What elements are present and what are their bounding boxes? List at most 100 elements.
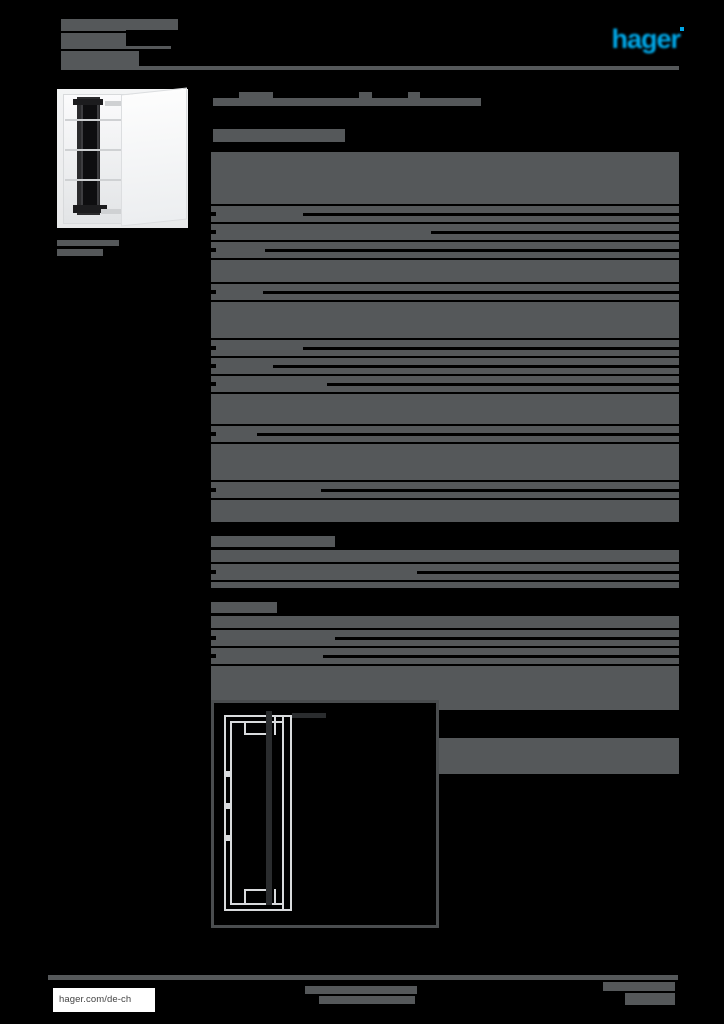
table-row [211, 550, 679, 562]
row-gap [211, 282, 679, 284]
top-clip [73, 99, 103, 105]
footer-center-line-2 [319, 996, 415, 1004]
row-gap [211, 300, 679, 302]
hinge-top-d [274, 717, 276, 735]
page-title-mask-a [213, 92, 239, 98]
row-label-notch [211, 654, 216, 658]
table-row [211, 500, 679, 522]
profile-bottom-inner [230, 903, 282, 905]
shelf-rail-2 [65, 149, 127, 151]
table-row [211, 284, 679, 300]
profile-left-inner [230, 721, 232, 905]
bottom-clip [73, 205, 107, 213]
bottom-slot [101, 209, 123, 214]
table-row [211, 260, 679, 282]
top-overhang [292, 713, 326, 718]
section-heading-mounting [211, 602, 277, 613]
mounting-lug-2 [226, 803, 232, 809]
row-gap [211, 338, 679, 340]
row-gap [211, 498, 679, 500]
row-label-notch [211, 230, 216, 234]
row-gap [211, 392, 679, 394]
table-row [211, 444, 679, 480]
row-gap [211, 240, 679, 242]
page-title-mask-c [372, 92, 408, 98]
row-label-notch [211, 636, 216, 640]
table-row [211, 582, 679, 588]
shelf-rail-1 [65, 119, 127, 121]
door-inner-edge [282, 715, 284, 911]
enclosure-door [121, 87, 187, 227]
row-separator [263, 291, 679, 294]
row-separator [265, 249, 679, 252]
footer-page-number [603, 982, 675, 1005]
row-gap [211, 374, 679, 376]
photo-caption [57, 240, 119, 256]
row-gap [211, 646, 679, 648]
table-row [211, 224, 679, 240]
trademark-icon [680, 27, 684, 31]
table-row [211, 630, 679, 646]
row-label-notch [211, 290, 216, 294]
row-separator [303, 347, 679, 350]
row-label-notch [211, 488, 216, 492]
footer-url[interactable]: hager.com/de-ch [53, 988, 155, 1012]
title-mask-mid [126, 30, 178, 46]
row-gap [211, 442, 679, 444]
row-label-notch [211, 432, 216, 436]
row-separator [335, 637, 679, 640]
row-label-notch [211, 212, 216, 216]
table-row [211, 648, 679, 664]
table-row [211, 340, 679, 356]
row-gap [211, 356, 679, 358]
row-separator [273, 365, 679, 368]
row-label-notch [211, 364, 216, 368]
document-title-line-3 [61, 51, 139, 66]
hinge-bottom-b [244, 889, 268, 891]
mounting-lug-1 [226, 771, 232, 777]
table-row [211, 206, 679, 222]
table-row [211, 358, 679, 374]
row-gap [211, 424, 679, 426]
footer-right-line-2 [625, 993, 675, 1005]
hager-logo[interactable]: hager [611, 24, 681, 54]
page-subtitle [213, 129, 345, 142]
table-row [211, 482, 679, 498]
row-label-notch [211, 248, 216, 252]
row-gap [211, 204, 679, 206]
title-mask-top [61, 14, 178, 19]
profile-bottom [224, 909, 290, 911]
row-gap [211, 480, 679, 482]
header-divider [61, 66, 679, 70]
photo-caption-line-1 [57, 240, 119, 246]
footer-right-line-1 [603, 982, 675, 991]
row-label-notch [211, 346, 216, 350]
row-separator [303, 213, 679, 216]
page-header: hager [0, 0, 724, 72]
table-row [211, 152, 679, 204]
row-separator [257, 433, 679, 436]
hinge-top-a [244, 721, 246, 735]
door-bottom-cap [282, 909, 292, 911]
row-gap [211, 222, 679, 224]
diagram-title [213, 688, 309, 698]
row-gap [211, 664, 679, 666]
spec-table-connection [211, 550, 679, 588]
table-row [211, 616, 679, 628]
row-gap [211, 628, 679, 630]
row-gap [211, 580, 679, 582]
table-row [211, 302, 679, 338]
profile-top [224, 715, 290, 717]
product-photo [57, 87, 188, 228]
table-row [211, 426, 679, 442]
table-row [211, 242, 679, 258]
page-title-mask-d [420, 92, 481, 98]
top-slot [105, 101, 123, 106]
footer-divider [48, 975, 678, 980]
row-separator [327, 383, 679, 386]
profile-top-inner [230, 721, 282, 723]
cabinet-section-drawing [224, 713, 326, 911]
door-shadow [266, 711, 272, 905]
row-separator [323, 655, 679, 658]
